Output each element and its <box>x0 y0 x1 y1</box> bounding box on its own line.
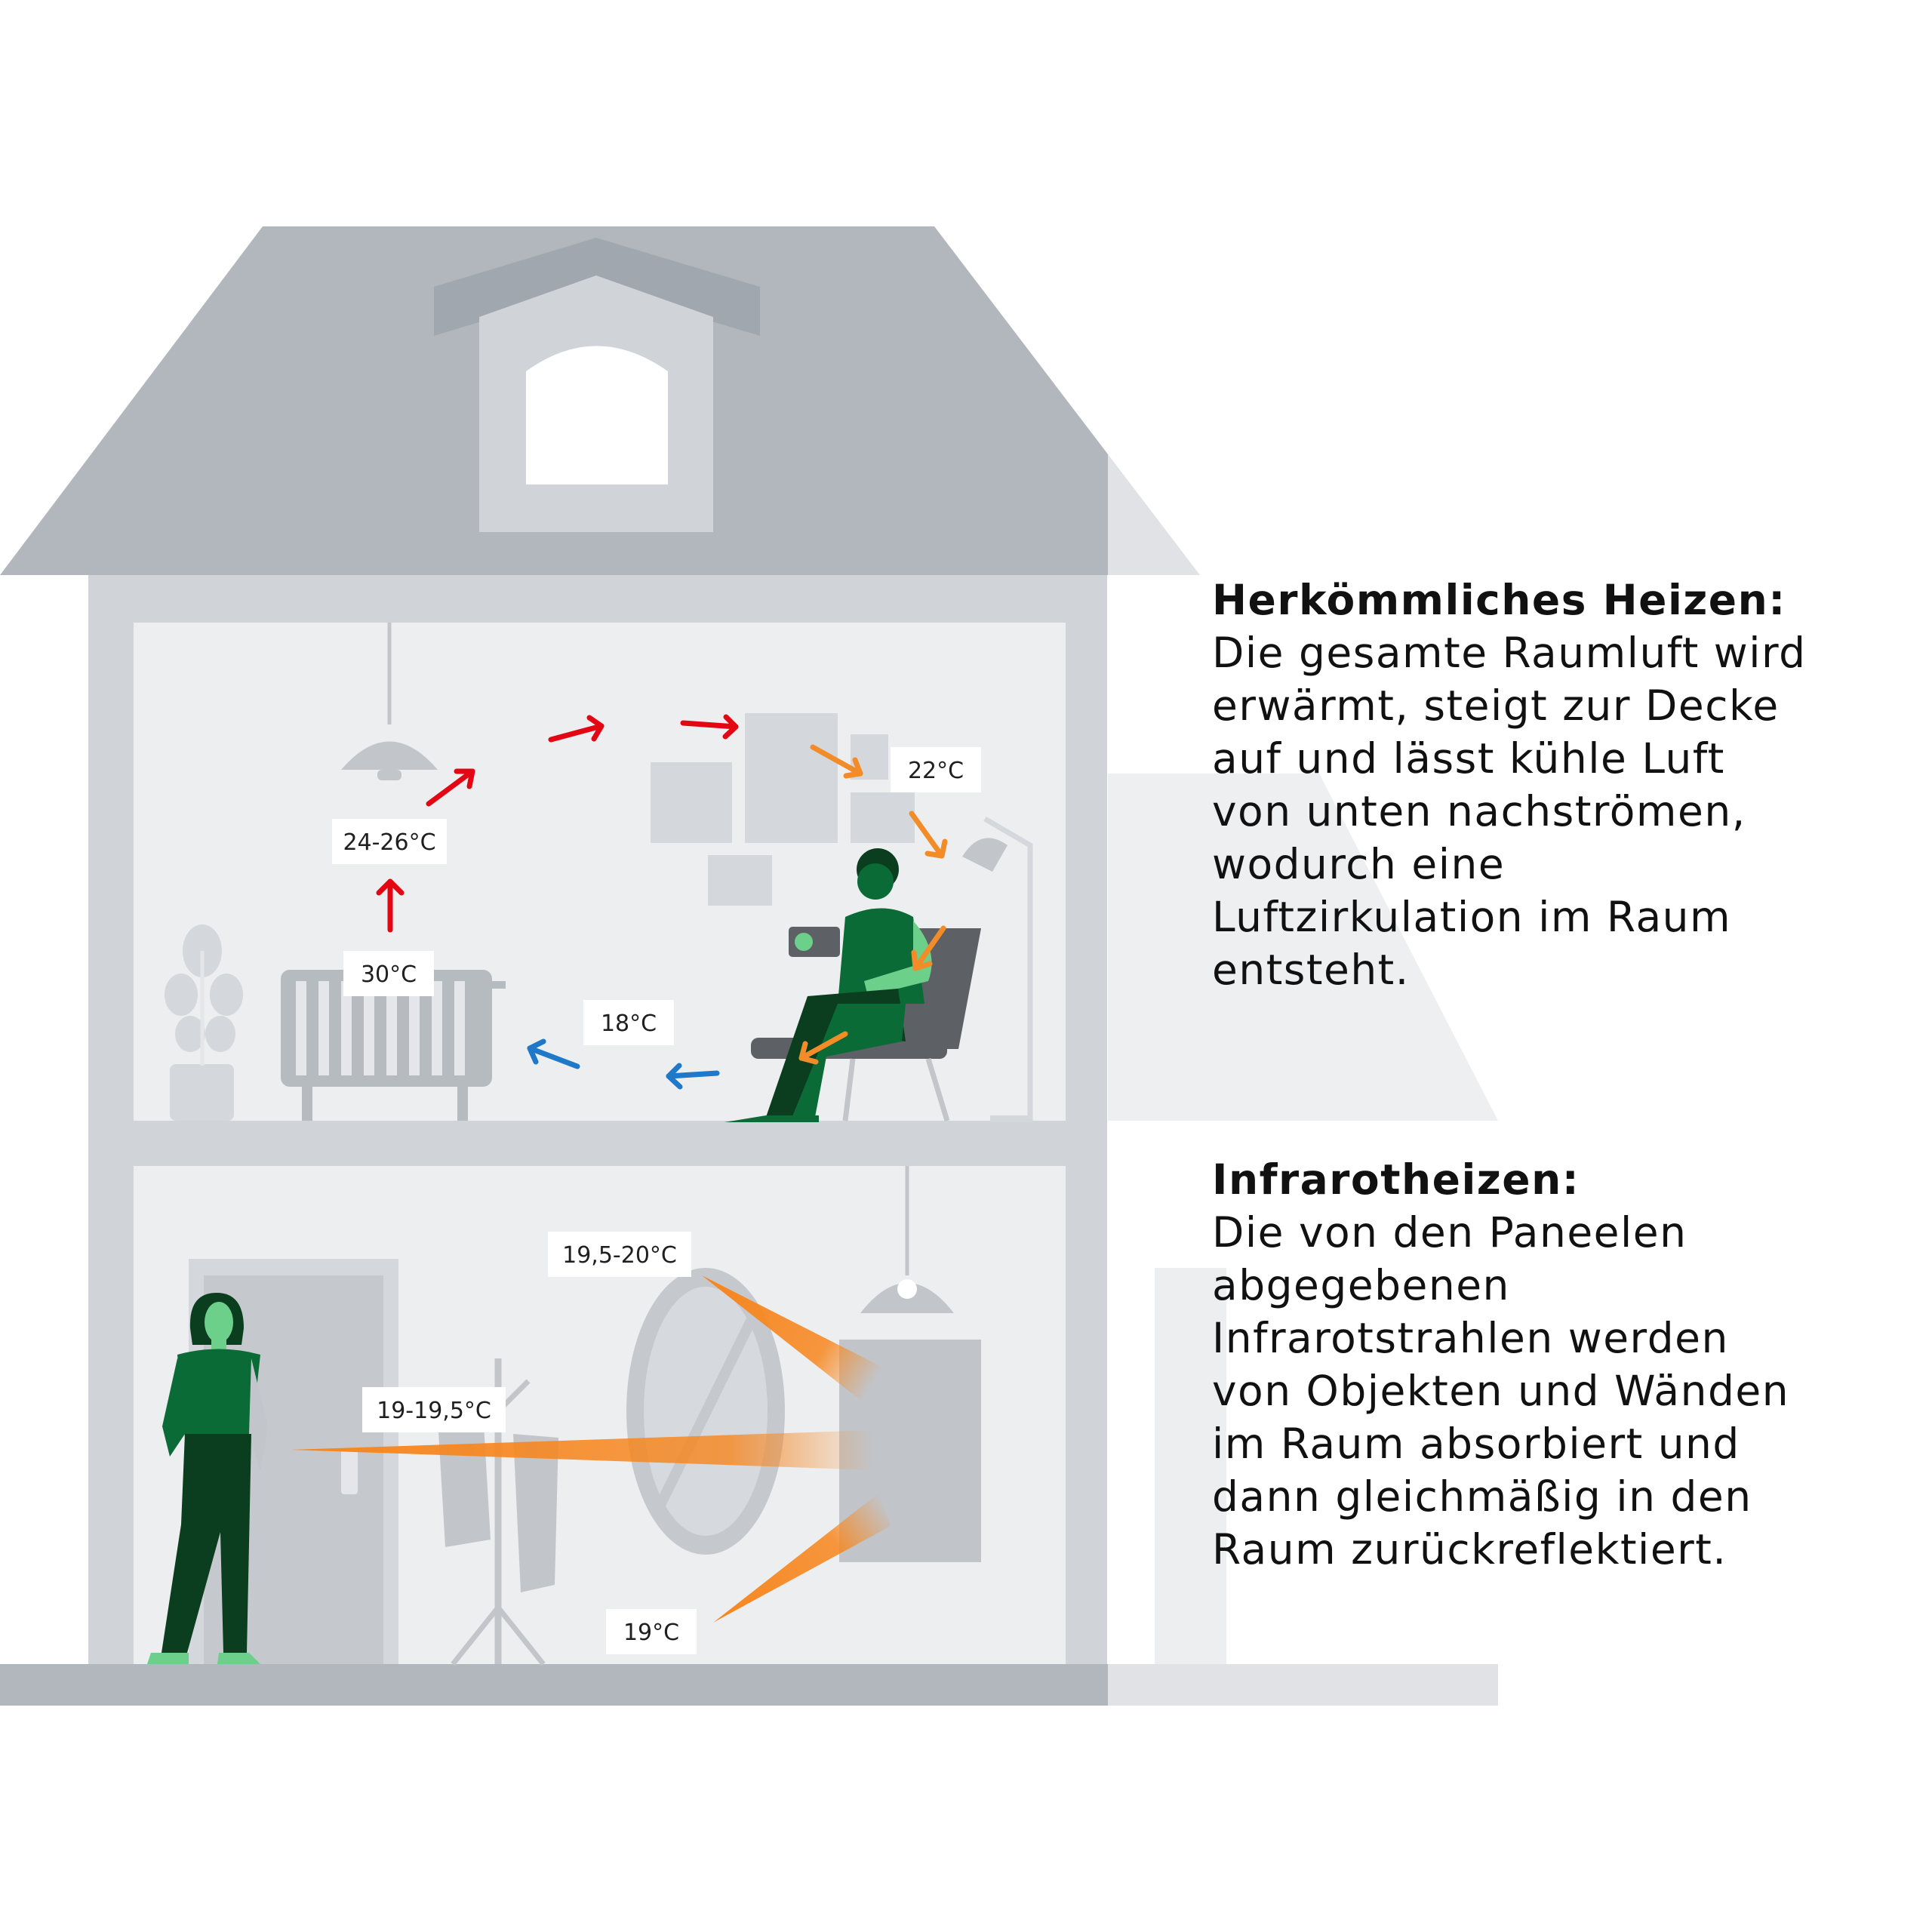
text-backdrop <box>1108 453 1932 1706</box>
infrared-beam-down <box>713 1493 891 1623</box>
svg-text:19,5-20°C: 19,5-20°C <box>562 1242 677 1269</box>
warm-air-arrow <box>376 878 405 933</box>
temp-label-floor: 18°C <box>583 1000 674 1045</box>
infrared-heating-text: Die von den Paneelen abgegebenen Infraro… <box>1212 1208 1790 1574</box>
temp-label-lower-bottom: 19°C <box>606 1609 697 1654</box>
cooling-air-arrow <box>909 811 948 859</box>
temperature-labels: 30°C 24-26°C 22°C 18°C 19,5-20°C 19-19,5… <box>332 747 981 1654</box>
svg-text:18°C: 18°C <box>601 1011 657 1037</box>
temp-label-above-radiator: 24-26°C <box>332 819 447 864</box>
conventional-heating-heading: Herkömmliches Heizen: <box>1212 576 1786 624</box>
temp-label-near-person: 22°C <box>891 747 981 792</box>
temp-label-radiator: 30°C <box>343 951 434 996</box>
infrared-rays <box>291 1275 891 1623</box>
infrared-beam-up <box>702 1275 883 1404</box>
svg-text:24-26°C: 24-26°C <box>343 829 435 856</box>
upper-room-decor <box>165 623 1033 1122</box>
warm-air-arrow <box>548 715 605 743</box>
cooling-air-arrow <box>810 744 863 779</box>
conventional-heating-text: Die gesamte Raumluft wird erwärmt, steig… <box>1212 629 1807 994</box>
warm-air-arrow <box>680 714 739 740</box>
infrared-heating-description: Infrarotheizen: Die von den Paneelen abg… <box>1212 1153 1914 1576</box>
warm-air-arrow <box>426 768 475 807</box>
cooling-air-arrow <box>798 1031 848 1065</box>
infrared-beam-middle <box>291 1430 875 1470</box>
svg-text:19-19,5°C: 19-19,5°C <box>377 1398 491 1424</box>
air-flow-arrows <box>376 714 948 1090</box>
dormer-window <box>526 346 668 485</box>
svg-text:30°C: 30°C <box>361 961 417 988</box>
conventional-heating-description: Herkömmliches Heizen: Die gesamte Raumlu… <box>1212 574 1914 996</box>
cooling-air-arrow <box>911 925 946 971</box>
infrared-heating-heading: Infrarotheizen: <box>1212 1155 1580 1204</box>
temp-label-lower-top: 19,5-20°C <box>548 1232 691 1277</box>
cold-air-arrow <box>527 1038 580 1069</box>
temp-label-lower-middle: 19-19,5°C <box>362 1387 506 1432</box>
svg-text:22°C: 22°C <box>908 758 964 784</box>
svg-text:19°C: 19°C <box>623 1620 679 1646</box>
cold-air-arrow <box>666 1063 720 1090</box>
